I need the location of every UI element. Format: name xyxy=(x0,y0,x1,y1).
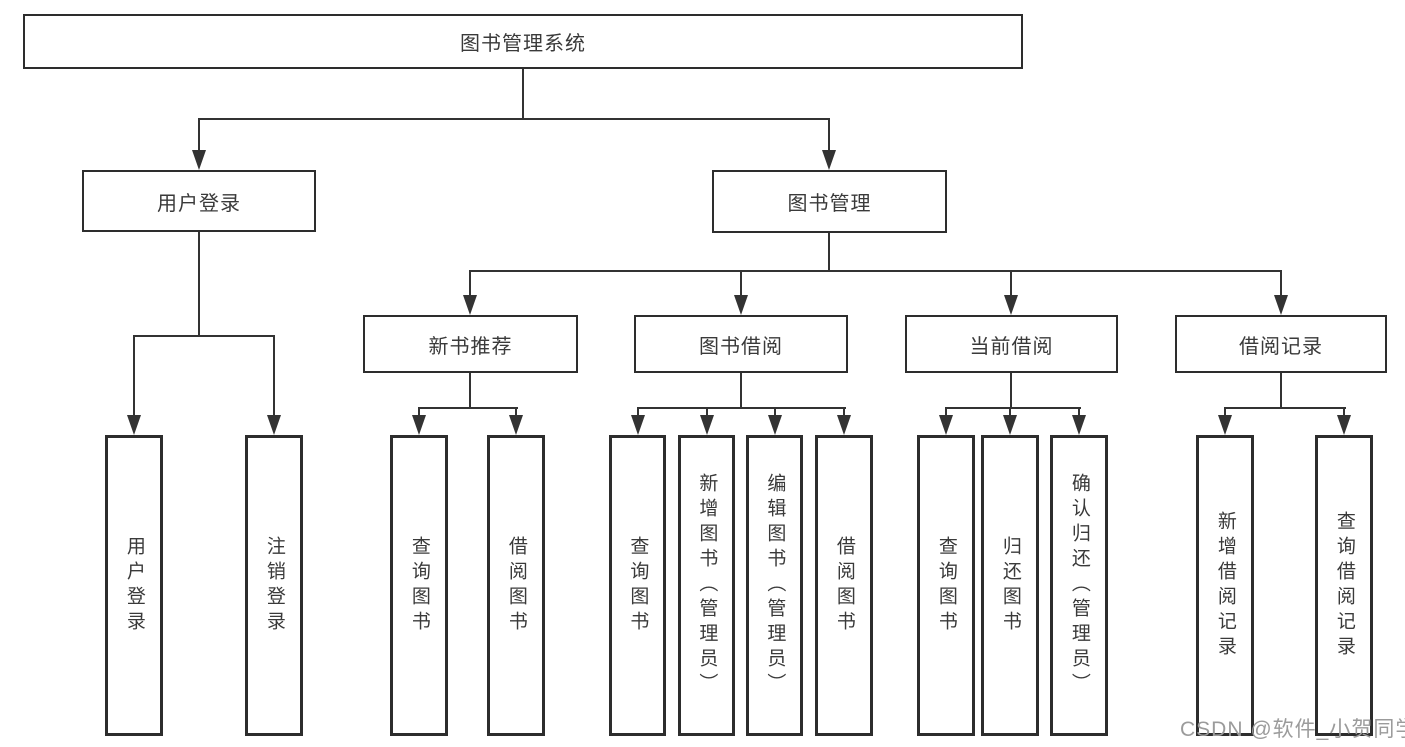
node-label: 新书推荐 xyxy=(428,335,513,358)
csdn-watermark: CSDN @软件_小贺同学 xyxy=(1180,718,1405,741)
connector-level3-drop xyxy=(740,270,742,296)
connector-leaf-drop xyxy=(1343,407,1345,417)
node-label: 借阅记录 xyxy=(1239,335,1323,358)
node-borrowing-records: 借阅记录 xyxy=(1175,315,1387,373)
connector-subtree-split xyxy=(945,407,1081,409)
leaf-confirm-return-admin: 确认归还（管理员） xyxy=(1050,435,1108,736)
connector-leaf-drop xyxy=(515,407,517,417)
arrow-down xyxy=(509,415,523,435)
leaf-query-books-recommend: 查询图书 xyxy=(390,435,448,736)
connector-level2-split xyxy=(198,118,830,120)
leaf-label: 注销登录 xyxy=(263,535,285,636)
leaf-logout: 注销登录 xyxy=(245,435,303,736)
node-label: 图书管理系统 xyxy=(460,33,586,55)
connector-leaf-drop xyxy=(637,407,639,417)
arrow-down xyxy=(1072,415,1086,435)
leaf-borrow-books: 借阅图书 xyxy=(815,435,873,736)
arrow-down xyxy=(1337,415,1351,435)
connector-level3-drop xyxy=(1010,270,1012,296)
connector-leaf-drop xyxy=(418,407,420,417)
leaf-label: 查询图书 xyxy=(935,535,957,636)
connector-leaf-drop xyxy=(706,407,708,417)
connector-book-mgmt-stem xyxy=(828,233,830,271)
connector-level3-drop xyxy=(1280,270,1282,296)
connector-subtree-stem xyxy=(1280,373,1282,408)
arrow-down xyxy=(1003,415,1017,435)
leaf-label: 查询借阅记录 xyxy=(1333,510,1355,661)
leaf-label: 查询图书 xyxy=(408,535,430,636)
node-label: 用户登录 xyxy=(157,192,241,215)
arrow-down xyxy=(1004,295,1018,315)
arrow-down xyxy=(412,415,426,435)
connector-subtree-split xyxy=(1224,407,1346,409)
arrow-down xyxy=(768,415,782,435)
connector-subtree-stem xyxy=(1010,373,1012,408)
leaf-return-books: 归还图书 xyxy=(981,435,1039,736)
connector-user-login-drop xyxy=(198,118,200,152)
connector-user-login-split xyxy=(133,335,275,337)
arrow-down xyxy=(463,295,477,315)
connector-leaf-drop xyxy=(774,407,776,417)
leaf-query-books-current: 查询图书 xyxy=(917,435,975,736)
arrow-down xyxy=(267,415,281,435)
connector-leaf-drop xyxy=(843,407,845,417)
arrow-down xyxy=(939,415,953,435)
arrow-down xyxy=(631,415,645,435)
arrow-down xyxy=(837,415,851,435)
connector-root-stem xyxy=(522,69,524,119)
node-book-management: 图书管理 xyxy=(712,170,947,233)
leaf-label: 借阅图书 xyxy=(505,535,527,636)
leaf-borrow-books-recommend: 借阅图书 xyxy=(487,435,545,736)
leaf-label: 用户登录 xyxy=(123,535,145,636)
connector-subtree-split xyxy=(418,407,518,409)
node-library-management-system: 图书管理系统 xyxy=(23,14,1023,69)
leaf-label: 查询图书 xyxy=(627,535,649,636)
leaf-add-borrow-record: 新增借阅记录 xyxy=(1196,435,1254,736)
leaf-label: 编辑图书（管理员） xyxy=(764,473,786,698)
node-new-book-recommendation: 新书推荐 xyxy=(363,315,578,373)
arrow-down xyxy=(1218,415,1232,435)
connector-subtree-stem xyxy=(469,373,471,408)
connector-level3-drop xyxy=(469,270,471,296)
arrow-down xyxy=(700,415,714,435)
connector-user-login-stem xyxy=(198,232,200,336)
leaf-label: 确认归还（管理员） xyxy=(1068,473,1090,698)
connector-leaf-drop xyxy=(1224,407,1226,417)
leaf-label: 借阅图书 xyxy=(833,535,855,636)
node-current-borrowing: 当前借阅 xyxy=(905,315,1118,373)
leaf-label: 归还图书 xyxy=(999,535,1021,636)
connector-level3-split xyxy=(469,270,1282,272)
leaf-label: 新增借阅记录 xyxy=(1214,510,1236,661)
node-label: 图书借阅 xyxy=(699,335,783,358)
connector-leaf-drop xyxy=(1009,407,1011,417)
leaf-query-borrow-record: 查询借阅记录 xyxy=(1315,435,1373,736)
connector-subtree-stem xyxy=(740,373,742,408)
connector-leaf-drop xyxy=(1078,407,1080,417)
node-label: 当前借阅 xyxy=(969,335,1054,358)
node-label: 图书管理 xyxy=(787,193,872,215)
node-book-borrowing: 图书借阅 xyxy=(634,315,848,373)
arrow-down xyxy=(127,415,141,435)
connector-leaf-drop xyxy=(133,335,135,417)
leaf-query-books-borrow: 查询图书 xyxy=(609,435,666,736)
arrow-down xyxy=(1274,295,1288,315)
leaf-user-login: 用户登录 xyxy=(105,435,163,736)
leaf-add-books-admin: 新增图书（管理员） xyxy=(678,435,735,736)
arrow-down xyxy=(822,150,836,170)
connector-leaf-drop xyxy=(945,407,947,417)
connector-subtree-split xyxy=(637,407,846,409)
connector-book-mgmt-drop xyxy=(828,118,830,152)
leaf-label: 新增图书（管理员） xyxy=(696,473,718,698)
node-user-login: 用户登录 xyxy=(82,170,316,232)
leaf-edit-books-admin: 编辑图书（管理员） xyxy=(746,435,803,736)
connector-leaf-drop xyxy=(273,335,275,417)
arrow-down xyxy=(734,295,748,315)
arrow-down xyxy=(192,150,206,170)
